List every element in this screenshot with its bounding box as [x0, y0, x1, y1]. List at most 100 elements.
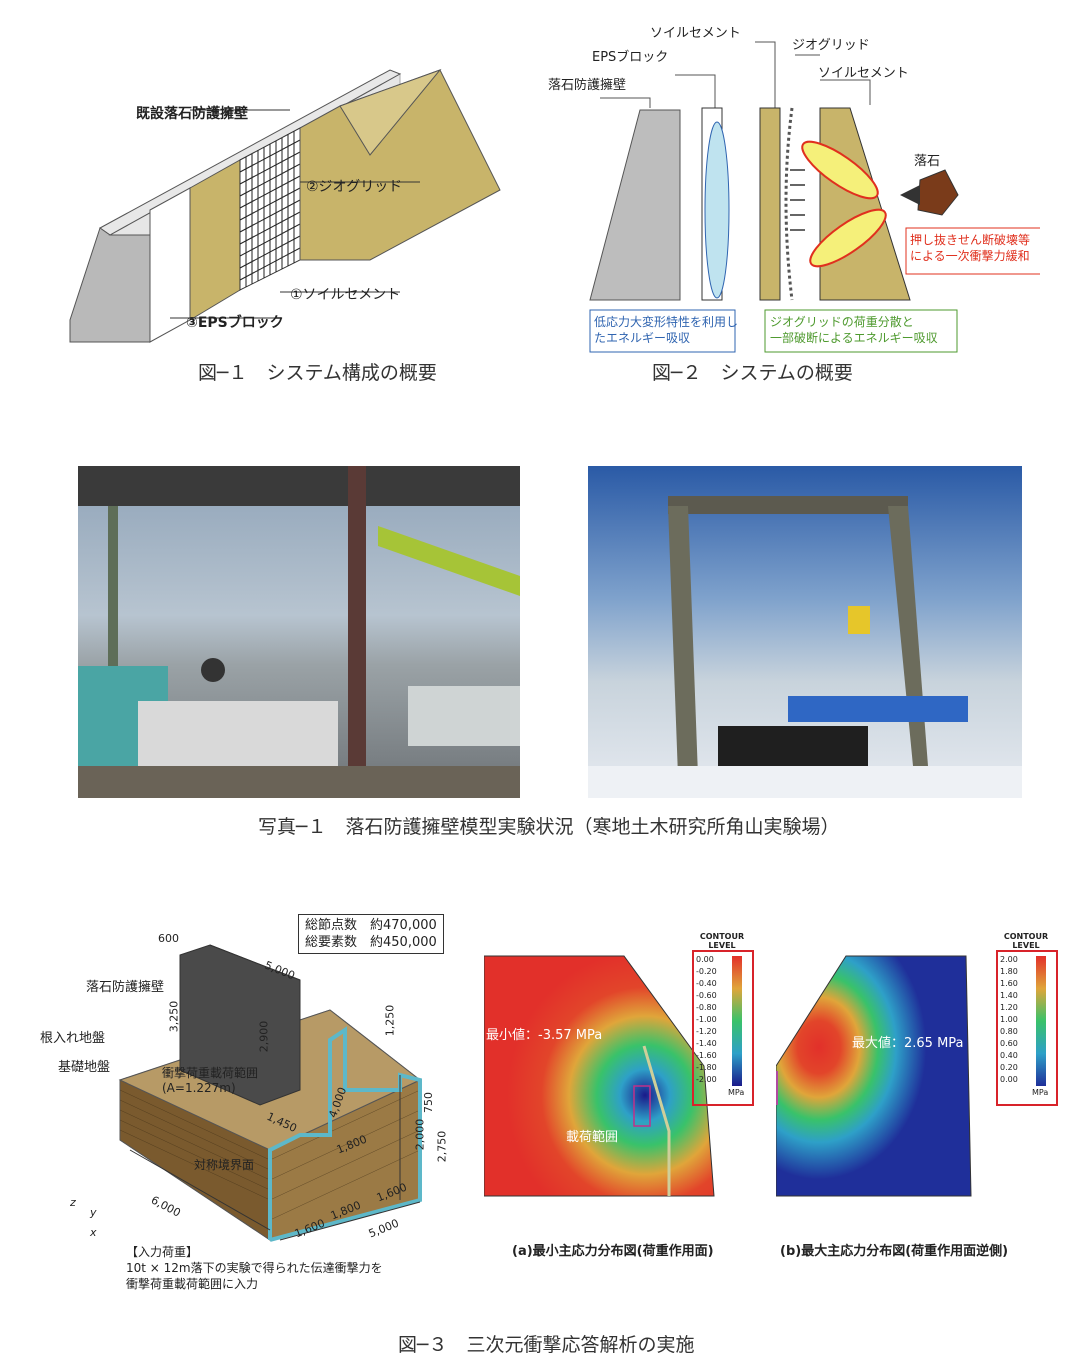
panel_a-legend-value: -0.20: [696, 967, 717, 976]
panel-a-caption: (a)最小主応力分布図(荷重作用面): [512, 1244, 714, 1259]
panel-a-legend-unit: MPa: [728, 1088, 745, 1097]
fig2-note-blue-line1: 低応力大変形特性を利用し: [594, 315, 739, 329]
panel-a-legend-bar: [732, 956, 742, 1086]
panel-b-legend-title: CONTOUR LEVEL: [994, 932, 1058, 950]
panel_a-legend-value: -1.20: [696, 1027, 717, 1036]
panel_a-legend-value: -1.60: [696, 1051, 717, 1060]
fig1-label-eps: ③EPSブロック: [186, 315, 284, 331]
fig3-axis-z: z: [70, 1196, 76, 1209]
photo-right: [588, 466, 1022, 798]
fig1-label-wall: 既設落石防護擁壁: [136, 106, 248, 122]
panel-b-legend: CONTOUR LEVEL 2.00 1.80 1.60 1.40 1.20 1.00 0.…: [994, 932, 1058, 1106]
fig1-caption: 図─１ システム構成の概要: [198, 362, 437, 384]
fig2-note-red-line1: 押し抜きせん断破壊等: [910, 233, 1031, 247]
panel-b-legend-values: 2.00 1.80 1.60 1.40 1.20 1.00 0.80 0.60 0.40 0.20…: [1000, 954, 1018, 1086]
fig2-note-green-line1: ジオグリッドの荷重分散と: [770, 315, 914, 329]
fig2-note-green-line2: 一部破断によるエネルギー吸収: [770, 331, 938, 345]
dim-2000: 2,000: [413, 1118, 427, 1151]
panel_b-legend-value: 1.40: [1000, 991, 1018, 1000]
panel-b-legend-unit: MPa: [1032, 1088, 1049, 1097]
fig2-note-red: 押し抜きせん断破壊等 による一次衝撃力緩和: [910, 232, 1030, 264]
dim-1250: 1,250: [383, 1004, 397, 1037]
panel-a-min-label: 最小値：-3.57 MPa: [486, 1028, 603, 1043]
panel-a-legend-title2: LEVEL: [708, 941, 736, 950]
fig2-label-soilcement-top: ソイルセメント: [650, 26, 741, 41]
fig3-stats-nodes: 総節点数 約470,000: [305, 918, 437, 933]
fig3-label-embed: 根入れ地盤: [40, 1031, 106, 1046]
fig2-label-wall: 落石防護擁壁: [548, 78, 627, 93]
fig2-label-rock: 落石: [914, 154, 941, 169]
rock-shape: [917, 169, 959, 216]
panel_a-legend-value: -0.60: [696, 991, 717, 1000]
fig2-note-red-line2: による一次衝撃力緩和: [910, 249, 1030, 263]
fig3-dim-lines: [129, 944, 421, 1241]
panel-b-legend-bar: [1036, 956, 1046, 1086]
fig2-label-eps: EPSブロック: [592, 50, 669, 65]
fig3-caption: 図─３ 三次元衝撃応答解析の実施: [398, 1334, 695, 1356]
fig3-stats-elems: 総要素数 約450,000: [305, 935, 437, 950]
panel_a-legend-value: -1.40: [696, 1039, 717, 1048]
contour-plot-b: [776, 955, 972, 1197]
fig1-label-geogrid: ②ジオグリッド: [306, 179, 403, 195]
panel-a-legend-frame: [692, 950, 754, 1106]
contour-plot-a: [484, 955, 715, 1197]
dim-2750: 2,750: [435, 1130, 449, 1163]
panel-a-legend-values: 0.00 -0.20 -0.40 -0.60 -0.80 -1.00 -1.20 -1.40 -…: [696, 954, 717, 1086]
panel_a-legend-value: -0.40: [696, 979, 717, 988]
panel_a-legend-value: 0.00: [696, 955, 714, 964]
panel_b-legend-value: 0.20: [1000, 1063, 1018, 1072]
fig2-label-soilcement-right: ソイルセメント: [818, 66, 909, 81]
fig3-input-load-line2: 衝撃荷重載荷範囲に入力: [126, 1277, 259, 1291]
fig3-label-base: 基礎地盤: [58, 1060, 111, 1075]
fig3-load-range-line2: (A=1.227m): [162, 1081, 236, 1095]
panel_b-legend-value: 1.80: [1000, 967, 1018, 976]
panel_b-legend-value: 2.00: [1000, 955, 1018, 964]
panel_b-legend-value: 0.00: [1000, 1075, 1018, 1084]
photo-left: [78, 466, 520, 798]
panel-b-legend-frame: [996, 950, 1058, 1106]
dim-3250: 3,250: [167, 1000, 181, 1033]
fig3-load-range-line1: 衝撃荷重載荷範囲: [162, 1066, 259, 1080]
fig3-input-load: 【入力荷重】 10t × 12m落下の実験で得られた伝達衝撃力を 衝撃荷重載荷範…: [126, 1244, 383, 1292]
fig3-axis-y: y: [90, 1206, 97, 1219]
geogrid-mesh: [239, 131, 301, 287]
fig3-input-load-title: 【入力荷重】: [126, 1245, 199, 1259]
fig2-caption: 図─２ システムの概要: [652, 362, 853, 384]
panel-b-caption: (b)最大主応力分布図(荷重作用面逆側): [780, 1244, 1009, 1259]
fig3-label-symmetry: 対称境界面: [194, 1158, 255, 1172]
fig1-label-soilcement: ①ソイルセメント: [290, 287, 401, 303]
panel-b-max-label: 最大値：2.65 MPa: [852, 1036, 964, 1051]
fig2-note-blue: 低応力大変形特性を利用し たエネルギー吸収: [594, 314, 738, 346]
fig3-label-wall: 落石防護擁壁: [86, 980, 165, 995]
fig3-stats-box: 総節点数 約470,000 総要素数 約450,000: [298, 914, 444, 954]
panel_b-legend-value: 0.60: [1000, 1039, 1018, 1048]
photo1-caption: 写真─１ 落石防護擁壁模型実験状況（寒地土木研究所角山実験場）: [258, 816, 840, 838]
panel_a-legend-value: -2.00: [696, 1075, 717, 1084]
fe-model-diagram: [118, 944, 422, 1242]
fig2-note-green: ジオグリッドの荷重分散と 一部破断によるエネルギー吸収: [770, 314, 938, 346]
fig3-label-load-range: 衝撃荷重載荷範囲 (A=1.227m): [162, 1066, 258, 1096]
panel-b-legend-title2: LEVEL: [1012, 941, 1040, 950]
fig3-axis-x: x: [90, 1226, 97, 1239]
fe-mesh: [119, 1089, 421, 1221]
panel_b-legend-value: 1.00: [1000, 1015, 1018, 1024]
force-arrows: [790, 169, 805, 231]
panel_b-legend-value: 1.20: [1000, 1003, 1018, 1012]
panel-b-legend-title1: CONTOUR: [1003, 932, 1049, 941]
panel_b-legend-value: 0.80: [1000, 1027, 1018, 1036]
panel-a-legend: CONTOUR LEVEL 0.00 -0.20 -0.40 -0.60 -0.80 -1…: [690, 932, 754, 1106]
dim-750: 750: [422, 1092, 435, 1113]
panel-a-load-range: 載荷範囲: [566, 1130, 619, 1145]
panel_b-legend-value: 0.40: [1000, 1051, 1018, 1060]
system-structure-diagram: [69, 68, 501, 343]
panel-a-legend-title1: CONTOUR: [699, 932, 745, 941]
fig2-note-blue-line2: たエネルギー吸収: [594, 331, 691, 345]
panel_a-legend-value: -0.80: [696, 1003, 717, 1012]
panel_b-legend-value: 1.60: [1000, 979, 1018, 988]
panel_a-legend-value: -1.00: [696, 1015, 717, 1024]
system-overview-diagram: [589, 41, 1040, 353]
fig3-input-load-line1: 10t × 12m落下の実験で得られた伝達衝撃力を: [126, 1261, 383, 1275]
fig2-label-geogrid: ジオグリッド: [792, 38, 870, 53]
panel_a-legend-value: -1.80: [696, 1063, 717, 1072]
panel-a-legend-title: CONTOUR LEVEL: [690, 932, 754, 950]
